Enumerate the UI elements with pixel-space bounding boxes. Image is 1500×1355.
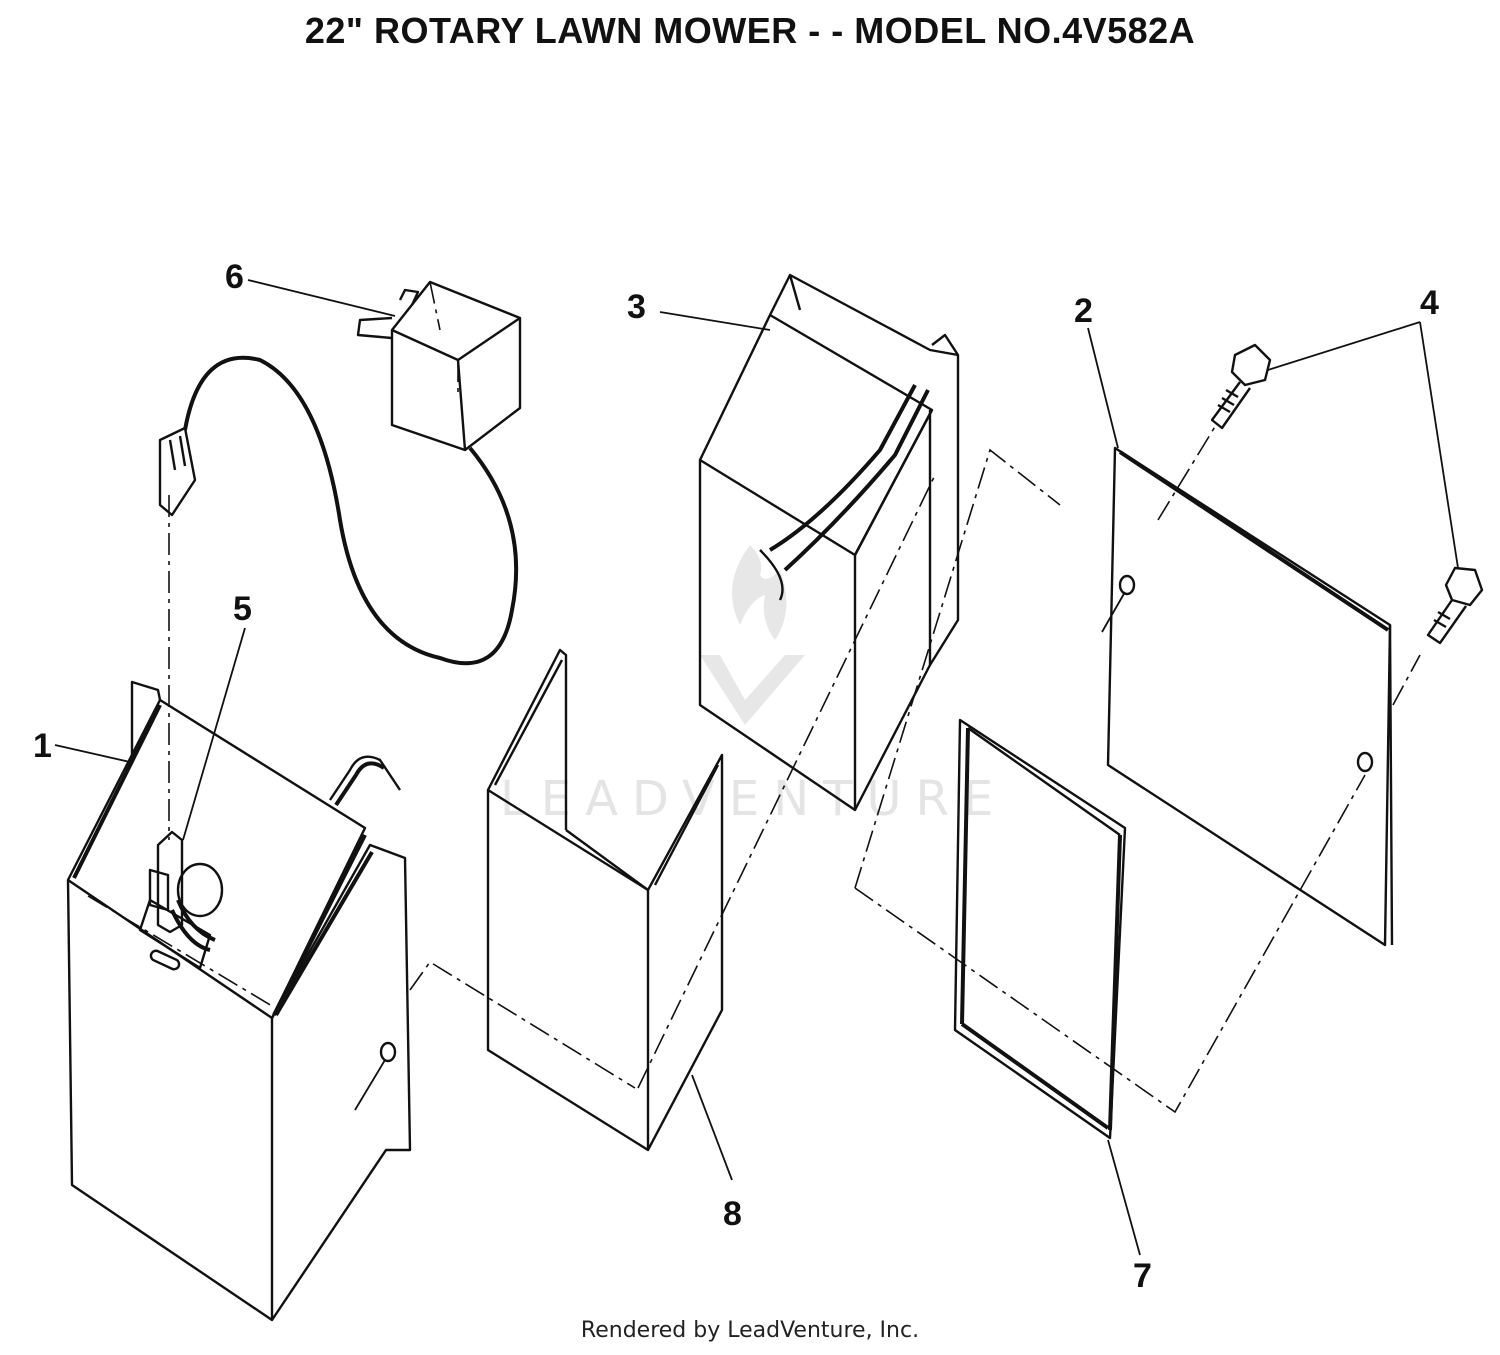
leadventure-watermark: LEADVENTURE (500, 545, 1007, 827)
callout-7: 7 (1133, 1257, 1152, 1295)
callout-5: 5 (233, 590, 252, 628)
leader-1 (54, 744, 131, 763)
part-7-pad (854, 448, 1366, 1256)
part-4-bolts (1210, 321, 1484, 645)
part-3-battery (637, 273, 960, 1089)
part-1-battery-box (66, 495, 636, 1322)
callout-2: 2 (1074, 292, 1093, 330)
callout-6: 6 (225, 258, 244, 296)
watermark-text: LEADVENTURE (500, 771, 1007, 827)
part-2-cover (1087, 327, 1421, 947)
callout-3: 3 (627, 288, 646, 326)
part-8-liner (486, 648, 733, 1181)
part-5-terminal (182, 627, 246, 841)
part-6-charger (158, 279, 522, 666)
diagram-title: 22" ROTARY LAWN MOWER - - MODEL NO.4V582… (304, 10, 1196, 51)
callout-4: 4 (1420, 284, 1439, 322)
callout-8: 8 (723, 1195, 742, 1233)
footer-credit: Rendered by LeadVenture, Inc. (580, 1318, 920, 1343)
callout-1: 1 (33, 727, 52, 765)
